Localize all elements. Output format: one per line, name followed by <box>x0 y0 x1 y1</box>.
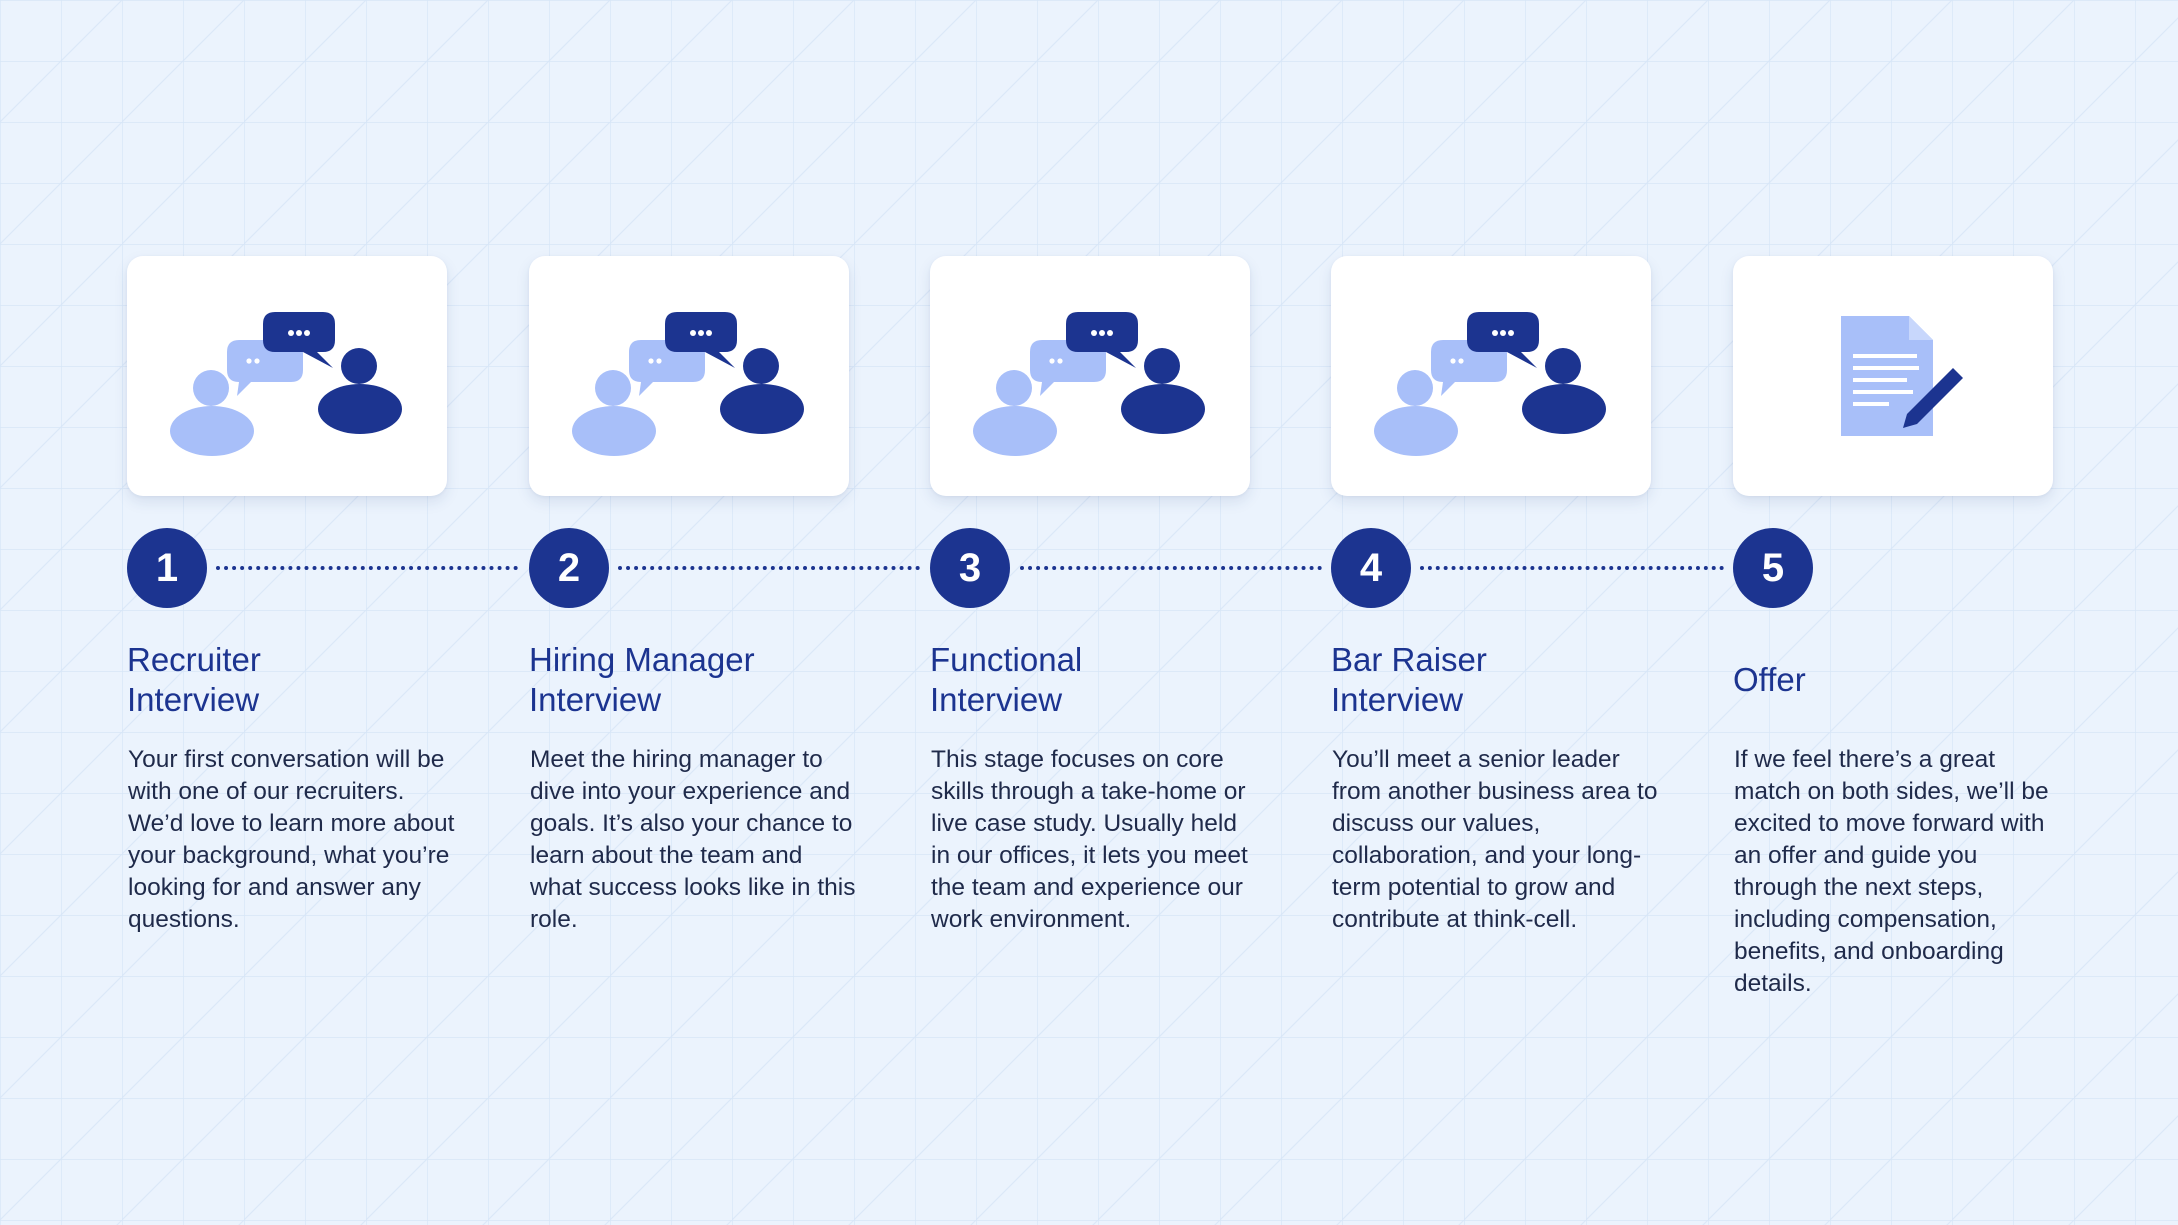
step-card <box>127 256 447 496</box>
step-description: You’ll meet a senior leader from another… <box>1332 746 1658 933</box>
step-number-badge: 1 <box>127 528 207 608</box>
step-title-line: Hiring Manager <box>529 641 755 678</box>
step-offer: 5 Offer If we feel there’s a great match… <box>1733 0 2055 1225</box>
step-title: Bar Raiser Interview <box>1331 640 1661 720</box>
step-number-badge: 2 <box>529 528 609 608</box>
document-signing-icon <box>1841 316 1963 436</box>
step-title-line: Recruiter <box>127 641 261 678</box>
timeline-connector <box>216 566 518 570</box>
step-title-line: Functional <box>930 641 1083 678</box>
step-number-badge: 5 <box>1733 528 1813 608</box>
people-conversation-icon <box>973 312 1205 456</box>
people-conversation-icon <box>170 312 402 456</box>
step-bar-raiser-interview: 4 Bar Raiser Interview You’ll meet a sen… <box>1331 0 1658 1225</box>
step-number-badge: 3 <box>930 528 1010 608</box>
step-title-line: Bar Raiser <box>1331 641 1487 678</box>
timeline-connector <box>1020 566 1322 570</box>
step-number-badge: 4 <box>1331 528 1411 608</box>
step-title: Recruiter Interview <box>127 640 457 720</box>
step-title: Offer <box>1733 660 2063 700</box>
step-title: Functional Interview <box>930 640 1260 720</box>
step-description: Meet the hiring manager to dive into you… <box>530 746 856 933</box>
people-conversation-icon <box>572 312 804 456</box>
timeline-connector <box>1420 566 1724 570</box>
step-card <box>1331 256 1651 496</box>
timeline-connector <box>618 566 920 570</box>
step-hiring-manager-interview: 2 Hiring Manager Interview Meet the hiri… <box>529 0 855 1225</box>
step-description: This stage focuses on core skills throug… <box>931 746 1248 933</box>
step-title-line: Offer <box>1733 661 1806 698</box>
step-recruiter-interview: 1 Recruiter Interview Your first convers… <box>127 0 454 1225</box>
step-card <box>930 256 1250 496</box>
step-card <box>529 256 849 496</box>
people-conversation-icon <box>1374 312 1606 456</box>
step-description: If we feel there’s a great match on both… <box>1734 746 2049 997</box>
step-title-line: Interview <box>930 681 1063 718</box>
step-title-line: Interview <box>127 681 260 718</box>
step-functional-interview: 3 Functional Interview This stage focuse… <box>930 0 1252 1225</box>
step-title-line: Interview <box>1331 681 1464 718</box>
step-description: Your first conversation will be with one… <box>128 746 455 933</box>
step-title: Hiring Manager Interview <box>529 640 859 720</box>
step-title-line: Interview <box>529 681 662 718</box>
step-card <box>1733 256 2053 496</box>
